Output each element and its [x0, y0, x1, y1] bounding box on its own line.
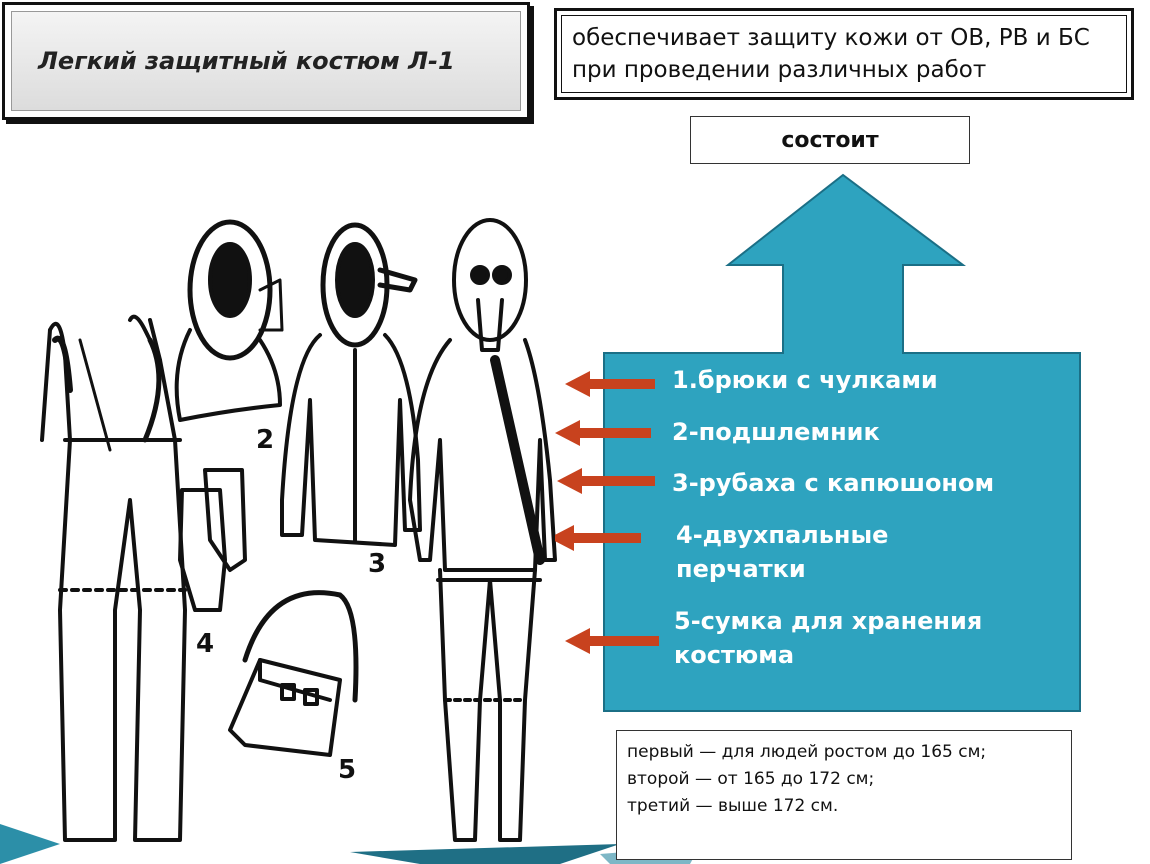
figure-number-2: 2 — [256, 425, 274, 455]
jacket-drawing — [280, 222, 422, 547]
arrow-head-1 — [565, 371, 590, 397]
list-item-helmet: 2-подшлемник — [672, 418, 880, 446]
components-list: 1.брюки с чулками 2-подшлемник 3-рубаха … — [604, 353, 1082, 711]
arrow-head-5 — [565, 628, 590, 654]
helmet-drawing — [174, 219, 284, 422]
arrow-shaft-1 — [583, 379, 655, 389]
size-third: третий — выше 172 см. — [627, 796, 839, 816]
arrow-head-3 — [557, 468, 582, 494]
list-item-trousers: 1.брюки с чулками — [672, 366, 938, 394]
suit-figure-drawing — [408, 218, 557, 842]
consists-label: состоит — [690, 116, 970, 164]
arrow-shaft-5 — [583, 636, 659, 646]
arrow-shaft-4 — [567, 533, 641, 543]
arrow-shaft-2 — [573, 428, 651, 438]
list-item-shirt: 3-рубаха с капюшоном — [672, 469, 995, 497]
sizes-box: первый — для людей ростом до 165 см; вто… — [616, 730, 1072, 860]
up-arrow-panel — [603, 173, 1081, 712]
description-box: обеспечивает защиту кожи от ОВ, РВ и БС … — [554, 8, 1134, 100]
suit-illustration: 2 3 4 5 — [40, 218, 557, 842]
gloves-drawing — [178, 468, 247, 612]
size-second: второй — от 165 до 172 см; — [627, 769, 875, 789]
arrow-shaft-3 — [575, 476, 655, 486]
list-item-gloves: 4-двухпальные перчатки — [676, 521, 889, 583]
figure-number-3: 3 — [368, 549, 386, 579]
title-box: Легкий защитный костюм Л-1 — [2, 2, 530, 120]
size-first: первый — для людей ростом до 165 см; — [627, 742, 987, 762]
red-arrows — [555, 371, 659, 654]
trousers-drawing — [40, 314, 187, 842]
list-item-bag: 5-сумка для хранения костюма — [674, 607, 983, 669]
figure-number-4: 4 — [196, 629, 214, 659]
figure-number-5: 5 — [338, 755, 356, 785]
bag-drawing — [228, 590, 359, 757]
page-title: Легкий защитный костюм Л-1 — [38, 47, 455, 75]
arrow-head-4 — [555, 525, 574, 551]
arrow-head-2 — [555, 420, 580, 446]
description-text: обеспечивает защиту кожи от ОВ, РВ и БС … — [561, 15, 1127, 93]
